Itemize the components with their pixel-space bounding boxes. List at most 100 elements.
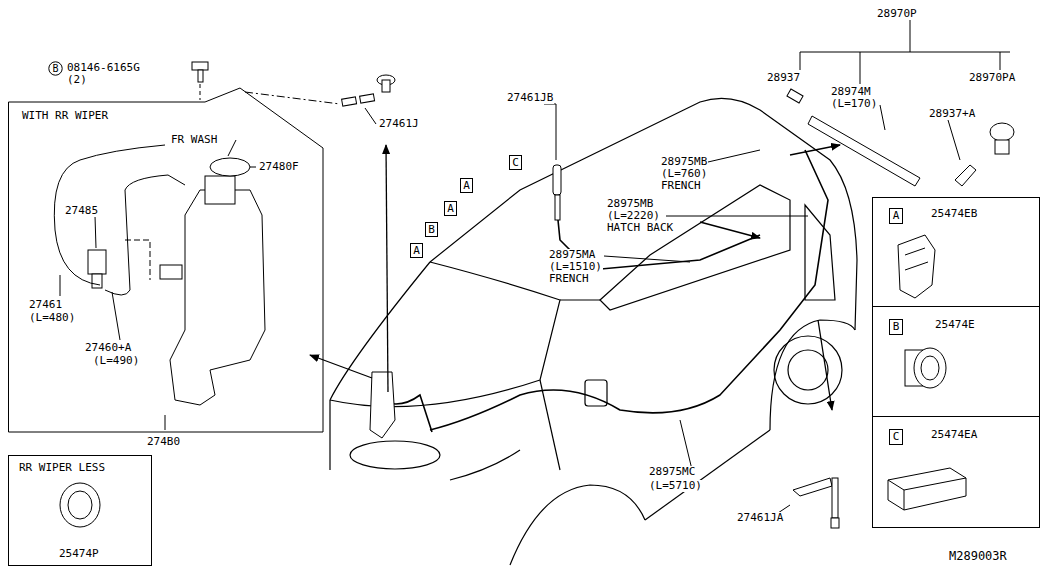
part-number: 25474EB bbox=[931, 208, 977, 220]
clip-reference-box: A bbox=[889, 208, 903, 224]
drawing-part bbox=[818, 320, 832, 410]
drawing-part bbox=[360, 94, 375, 103]
clip-detail-cell: 25474EA C bbox=[872, 416, 1040, 528]
part-label: 27461JB bbox=[506, 92, 554, 104]
drawing-part bbox=[60, 483, 100, 527]
drawing-part bbox=[770, 320, 855, 430]
drawing-part bbox=[556, 104, 557, 160]
drawing-part bbox=[888, 468, 966, 510]
tank-assembly bbox=[54, 145, 265, 405]
part-label: 08146-6165G bbox=[66, 62, 141, 74]
clip-detail-cell: 25474EB bbox=[872, 306, 1040, 417]
drawing-part bbox=[955, 165, 976, 186]
drawing-part bbox=[160, 265, 182, 279]
drawing-part bbox=[228, 140, 236, 156]
drawing-part bbox=[170, 190, 265, 405]
part-label: (L=5710) bbox=[648, 480, 703, 492]
drawing-part bbox=[604, 256, 690, 262]
drawing-part bbox=[948, 120, 960, 160]
drawing-part bbox=[1000, 52, 1001, 70]
part-label: FRENCH bbox=[548, 273, 590, 285]
part-number: RR WIPER LESS bbox=[19, 462, 105, 474]
drawing-part bbox=[645, 430, 770, 520]
inset-panel: WITH RR WIPER bbox=[8, 86, 324, 433]
panel-outline bbox=[9, 88, 324, 432]
drawing-part bbox=[105, 175, 185, 295]
clip-reference-box: B bbox=[425, 222, 438, 237]
reference-letter: B bbox=[428, 224, 435, 236]
drawing-part bbox=[430, 150, 828, 430]
drawing-part bbox=[600, 185, 790, 310]
leader-lines bbox=[60, 20, 1010, 515]
reference-letter: A bbox=[893, 210, 900, 222]
part-label: 28975MC bbox=[648, 466, 696, 478]
part-number: 25474E bbox=[935, 319, 975, 331]
clip-reference-box: A bbox=[460, 178, 473, 193]
part-label: HATCH BACK bbox=[606, 222, 674, 234]
part-label: 27485 bbox=[64, 205, 99, 217]
drawing-part bbox=[88, 250, 106, 274]
reference-letter: A bbox=[447, 203, 454, 215]
drawing-part bbox=[553, 165, 561, 195]
drawing-part bbox=[198, 70, 203, 82]
drawing-part bbox=[914, 348, 946, 388]
drawing-part bbox=[905, 248, 928, 270]
reference-letter: C bbox=[893, 431, 900, 443]
clip-detail-cell: 25474EB A bbox=[872, 197, 1040, 307]
part-number: 25474P bbox=[59, 548, 99, 560]
drawing-part bbox=[540, 380, 560, 470]
drawing-part bbox=[898, 235, 935, 298]
drawing-part bbox=[192, 62, 208, 70]
drawing-part bbox=[708, 150, 760, 162]
part-label: 27461 bbox=[28, 299, 63, 311]
drawing-part bbox=[112, 292, 120, 340]
part-number: 25474EA bbox=[931, 429, 977, 441]
drawing-part bbox=[382, 80, 390, 92]
drawing-part bbox=[800, 52, 801, 70]
part-label: (L=1510) bbox=[548, 261, 603, 273]
drawing-part bbox=[831, 518, 839, 528]
drawing-part bbox=[995, 140, 1009, 154]
clip-reference-box: C bbox=[509, 155, 522, 170]
drawing-part bbox=[800, 52, 1010, 53]
drawing-part bbox=[510, 485, 645, 565]
clip-reference-box: A bbox=[410, 243, 423, 258]
part-label: M289003R bbox=[948, 550, 1008, 562]
drawing-part bbox=[700, 222, 760, 238]
drawing-part bbox=[832, 478, 838, 518]
drawing-part bbox=[330, 262, 560, 407]
drawing-part bbox=[370, 372, 395, 438]
drawing-part bbox=[60, 275, 61, 296]
drawing-part bbox=[787, 89, 803, 103]
drawing-part bbox=[205, 176, 235, 204]
drawing-part bbox=[880, 105, 885, 130]
drawing-part bbox=[365, 108, 376, 124]
drawing-part bbox=[329, 400, 330, 470]
inset-panel: RR WIPER LESS 25474P bbox=[8, 455, 152, 566]
drawing-part bbox=[350, 441, 440, 469]
drawing-part bbox=[95, 216, 96, 248]
part-label: 28937+A bbox=[928, 108, 976, 120]
drawing-part bbox=[310, 355, 372, 378]
washer-hose bbox=[380, 150, 828, 432]
drawing-part bbox=[200, 84, 201, 100]
part-label: (2) bbox=[66, 74, 88, 86]
clip-reference-box: C bbox=[889, 429, 903, 445]
parts bbox=[192, 62, 1014, 528]
part-label: (L=480) bbox=[28, 312, 76, 324]
drawing-part bbox=[790, 145, 840, 155]
reference-letter: C bbox=[512, 157, 519, 169]
drawing-part bbox=[92, 274, 102, 288]
part-label: 27461J bbox=[378, 118, 420, 130]
part-label: 28974M bbox=[830, 86, 872, 98]
part-label: (L=490) bbox=[92, 355, 140, 367]
drawing-part bbox=[165, 415, 166, 430]
drawing-part bbox=[342, 97, 357, 106]
drawing-part bbox=[990, 123, 1014, 141]
drawing-part bbox=[793, 478, 832, 496]
part-label: (L=2220) bbox=[606, 210, 661, 222]
panel-heading: WITH RR WIPER bbox=[22, 110, 108, 122]
part-label: 28975MB bbox=[660, 156, 708, 168]
